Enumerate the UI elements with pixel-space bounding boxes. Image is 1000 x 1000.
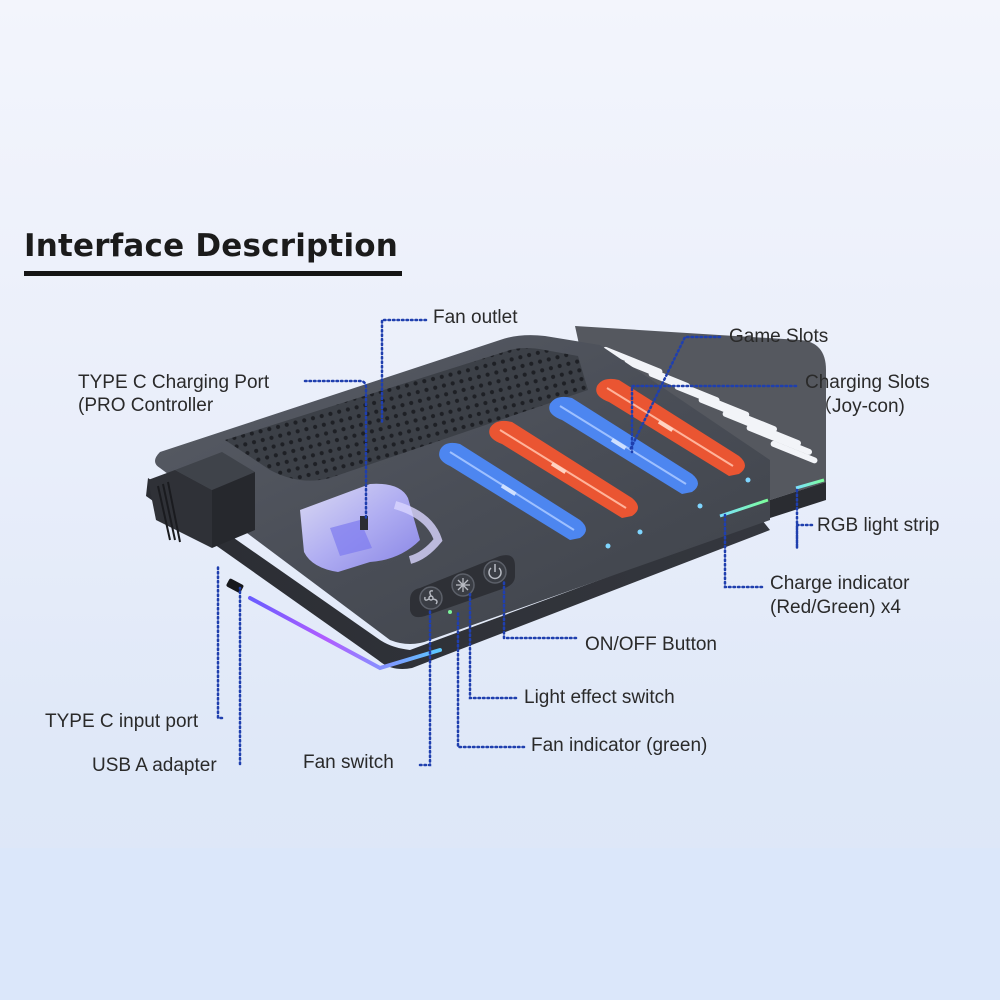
power-button[interactable]	[483, 560, 507, 584]
charge-indicator-leds	[605, 477, 751, 549]
joycon-slot-3	[549, 396, 698, 494]
label-charging-slots-line2: （Joy-con)	[813, 396, 905, 417]
light-effect-switch-button[interactable]	[451, 573, 475, 597]
label-on-off-button: ON/OFF Button	[585, 634, 717, 655]
input-port-block	[148, 452, 255, 593]
fan-indicator-led	[448, 610, 452, 614]
label-type-c-input-port: TYPE C input port	[45, 711, 199, 732]
title-underline	[24, 271, 402, 276]
label-game-slots: Game Slots	[729, 326, 829, 347]
background-band	[0, 848, 1000, 1000]
fan-switch-button[interactable]	[419, 586, 443, 610]
label-charge-indicator-line2: (Red/Green) x4	[770, 597, 901, 618]
dock-side-edge	[146, 478, 770, 669]
joycon-slot-2	[489, 420, 638, 518]
joycon-slot-1	[439, 442, 586, 540]
light-effect-icon	[456, 578, 470, 592]
label-fan-switch: Fan switch	[303, 752, 394, 773]
label-charge-indicator-line1: Charge indicator	[770, 573, 910, 594]
label-fan-indicator: Fan indicator (green)	[531, 735, 708, 756]
power-icon	[488, 564, 502, 580]
label-type-c-charging-line1: TYPE C Charging Port	[78, 372, 270, 393]
label-rgb-light-strip: RGB light strip	[817, 515, 940, 536]
page-title: Interface Description	[24, 228, 399, 264]
fan-icon	[424, 590, 438, 605]
label-type-c-charging-line2: (PRO Controller	[78, 395, 214, 416]
label-usb-a-adapter: USB A adapter	[92, 755, 217, 776]
label-light-effect-switch: Light effect switch	[524, 687, 675, 708]
rgb-light-strip-right	[719, 498, 769, 518]
label-charging-slots-line1: Charging Slots	[805, 372, 930, 393]
label-fan-outlet: Fan outlet	[433, 307, 518, 328]
